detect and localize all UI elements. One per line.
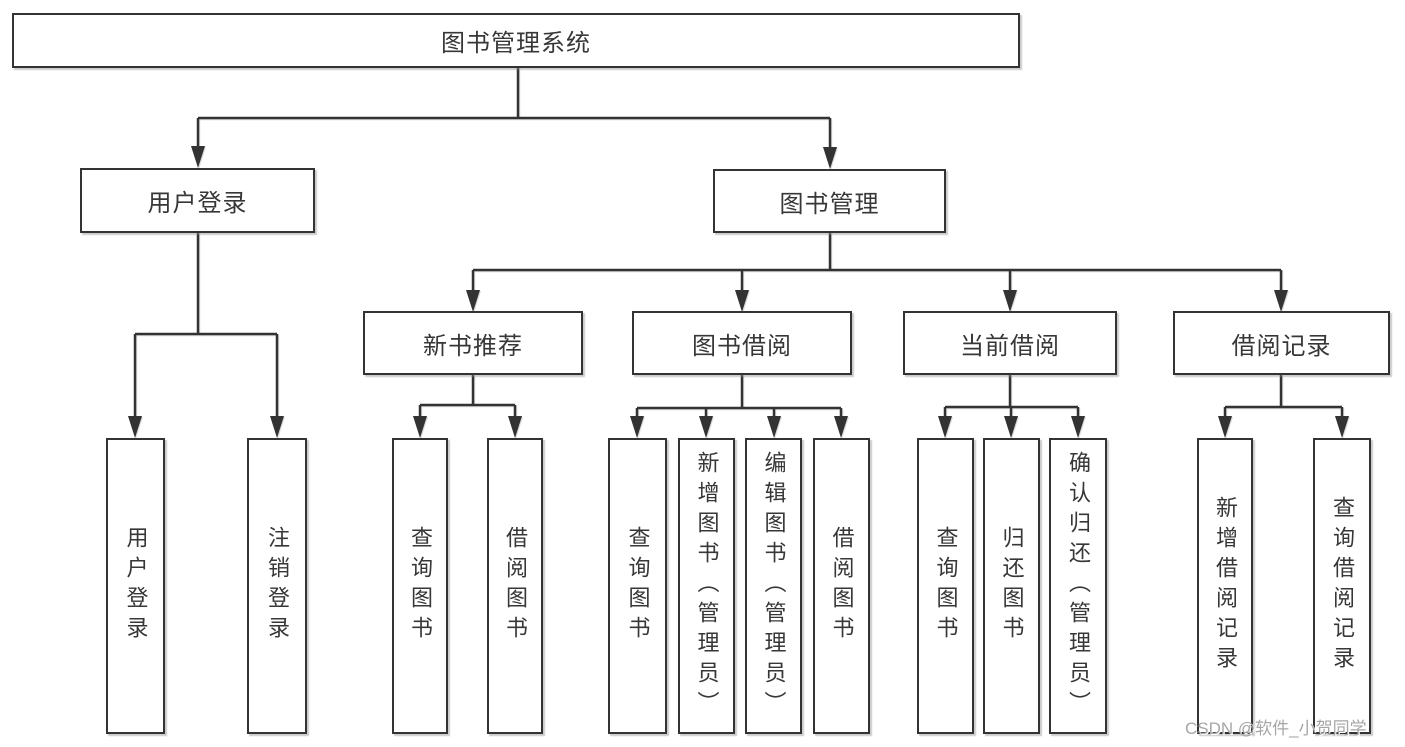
node-label: 查询图书 [625,526,651,646]
watermark: CSDN @软件_小贺同学 [1185,719,1367,738]
leaf-query-books-3: 查询图书 [917,438,974,734]
leaf-edit-books-admin: 编辑图书（管理员） [745,438,802,734]
node-current-borrowing: 当前借阅 [903,311,1117,375]
node-label: 查询图书 [408,526,433,646]
leaf-query-borrow-record: 查询借阅记录 [1313,438,1371,734]
node-label: 注销登录 [265,526,290,646]
node-label: 当前借阅 [960,332,1060,360]
node-label: 查询图书 [933,526,959,646]
node-label: 借阅图书 [829,526,855,646]
node-label: 编辑图书（管理员） [761,451,787,721]
node-label: 新书推荐 [423,332,523,360]
node-label: 用户登录 [123,526,149,646]
node-label: 新增借阅记录 [1213,496,1238,676]
leaf-borrow-books-2: 借阅图书 [813,438,870,734]
node-library-management-system: 图书管理系统 [12,13,1020,68]
arrowheads [128,146,1349,438]
leaf-return-books: 归还图书 [983,438,1040,734]
node-label: 用户登录 [147,190,248,217]
node-label: 借阅记录 [1231,332,1332,360]
leaf-add-books-admin: 新增图书（管理员） [678,438,735,734]
node-label: 图书借阅 [692,332,792,360]
leaf-query-books-2: 查询图书 [608,438,667,734]
leaf-confirm-return-admin: 确认归还（管理员） [1049,438,1107,734]
node-new-book-recommendation: 新书推荐 [363,311,583,375]
leaf-query-books-1: 查询图书 [392,438,448,734]
node-label: 图书管理系统 [441,30,591,57]
node-label: 确认归还（管理员） [1066,451,1091,721]
node-label: 归还图书 [999,526,1025,646]
node-book-management: 图书管理 [713,169,946,233]
node-book-borrowing: 图书借阅 [632,311,852,375]
node-label: 新增图书（管理员） [694,451,720,721]
node-label: 借阅图书 [503,526,528,646]
leaf-logout: 注销登录 [247,438,307,734]
leaf-add-borrow-record: 新增借阅记录 [1197,438,1253,734]
leaf-user-login: 用户登录 [106,438,165,734]
node-label: 查询借阅记录 [1330,496,1355,676]
node-label: 图书管理 [779,190,880,218]
leaf-borrow-books-1: 借阅图书 [487,438,543,734]
node-borrowing-records: 借阅记录 [1173,311,1390,375]
node-user-login: 用户登录 [80,168,315,233]
